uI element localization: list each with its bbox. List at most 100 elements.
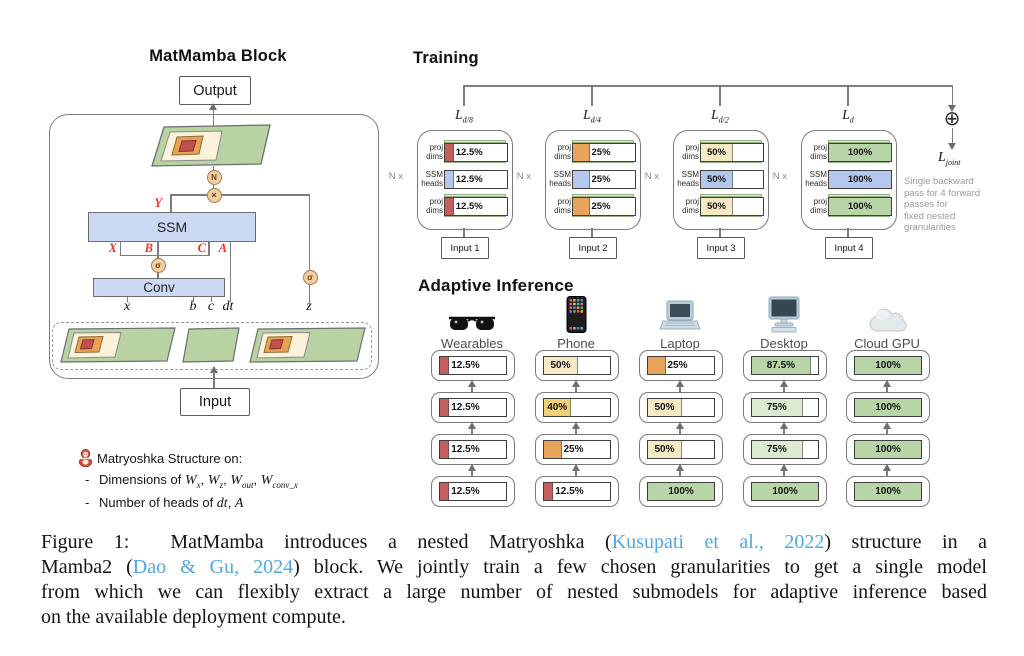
bar-value: 12.5% [555, 485, 584, 497]
up-arrow [468, 380, 476, 387]
inference-card-content: 100% [846, 476, 928, 505]
bar-fill [648, 398, 682, 416]
granularity-bar: 100% [647, 481, 715, 501]
bar-fill [752, 440, 803, 458]
bar-value: 12.5% [455, 201, 483, 212]
bar-value: 25% [667, 359, 688, 371]
math-symbol: Wz [207, 473, 224, 490]
caption-text: Mamba2 ( [41, 556, 133, 578]
inference-card-content: 12.5% [431, 476, 513, 505]
citation-link[interactable]: Dao & Gu, 2024 [132, 556, 294, 578]
repeat-count-label: N x [516, 171, 531, 182]
math-symbol: A [234, 495, 244, 511]
input-label: Input [198, 394, 232, 410]
bar-fill [752, 398, 803, 416]
bar-value: 100% [847, 174, 873, 185]
connector-line [591, 228, 593, 237]
bar-fill [445, 144, 454, 161]
up-arrow [676, 422, 684, 429]
up-arrow [468, 464, 476, 471]
connector-line [308, 194, 311, 304]
bar-value: 100% [875, 359, 901, 371]
up-arrow [676, 380, 684, 387]
bar-value: 50% [654, 401, 675, 413]
bar-fill [544, 440, 562, 458]
inference-card-content: 100% [639, 476, 721, 505]
joint-note-line: Single backward [904, 176, 974, 187]
granularity-bar: 100% [828, 197, 892, 216]
wire-label-y: Y [154, 196, 162, 210]
caption-text: ) structure in a [824, 531, 987, 553]
arrowhead-down [948, 105, 956, 112]
bar-value: 50% [706, 174, 726, 185]
bar-fill [701, 171, 733, 188]
citation-link[interactable]: Kusupati et al., 2022 [611, 531, 825, 553]
signal-label-z: z [306, 299, 312, 314]
up-arrow-line [471, 386, 473, 392]
bar-fill [829, 144, 891, 161]
bar-value: 50% [706, 147, 726, 158]
bar-fill [855, 398, 921, 416]
up-arrow-line [783, 386, 785, 392]
bullet-marker: - [85, 472, 90, 487]
arrowhead-up [209, 103, 217, 110]
up-arrow [883, 380, 891, 387]
trapezoid-icon [182, 327, 240, 363]
full-dim-strip [828, 194, 890, 197]
note-bullet: -Dimensions of Wx, Wz, Wout, Wconv_x [78, 472, 378, 490]
up-arrow-line [575, 470, 577, 476]
bar-value: 87.5% [766, 359, 796, 371]
connector-line [719, 228, 721, 237]
loss-sub: joint [945, 157, 961, 167]
norm-op-label: N [211, 172, 217, 182]
device-label: Wearables [441, 336, 503, 351]
device-label: Desktop [760, 336, 808, 351]
bar-fill [855, 440, 921, 458]
granularity-bar: 75% [751, 397, 819, 417]
matryoshka-projections-group [52, 322, 372, 370]
activation-op-circle: σ [150, 257, 166, 273]
granularity-bar: 12.5% [543, 481, 611, 501]
multiply-op-label: × [211, 189, 217, 201]
bar-fill [544, 398, 572, 416]
bar-value: 50% [550, 359, 571, 371]
caption-text: from which we can flexibly extract a lar… [41, 581, 987, 603]
sum-op-icon: ⊕ [943, 106, 961, 130]
bar-fill [829, 171, 891, 188]
bullet-text: Number of heads of dt, A [99, 494, 244, 511]
bar-value: 100% [875, 443, 901, 455]
inference-card-content: 75% [743, 392, 825, 421]
note-bullets: -Dimensions of Wx, Wz, Wout, Wconv_x-Num… [78, 472, 378, 512]
bar-value: 100% [875, 401, 901, 413]
device-label: Phone [557, 336, 595, 351]
activation-op-label: σ [155, 259, 161, 270]
inference-card-content: 12.5% [431, 392, 513, 421]
full-dim-strip [444, 140, 506, 143]
loss-tree-line [847, 85, 849, 106]
bar-fill [752, 482, 818, 500]
up-arrow-line [783, 428, 785, 434]
inference-card-content: 100% [846, 434, 928, 463]
bar-value: 25% [591, 147, 611, 158]
granularity-bar: 100% [828, 143, 892, 162]
bar-fill [573, 198, 590, 215]
bar-fill [829, 198, 891, 215]
math-symbol: Wout [230, 473, 254, 490]
connector-line [119, 240, 122, 256]
up-arrow-line [575, 428, 577, 434]
signal-label-b: b [189, 299, 197, 314]
conv-label: Conv [143, 279, 175, 295]
granularity-bar: 12.5% [439, 355, 507, 375]
bar-value: 12.5% [455, 174, 483, 185]
full-dim-strip [572, 194, 634, 197]
up-arrow [780, 464, 788, 471]
bar-value: 12.5% [451, 359, 480, 371]
input-box: Input 3 [697, 237, 745, 259]
inference-card-content: 12.5% [431, 350, 513, 379]
